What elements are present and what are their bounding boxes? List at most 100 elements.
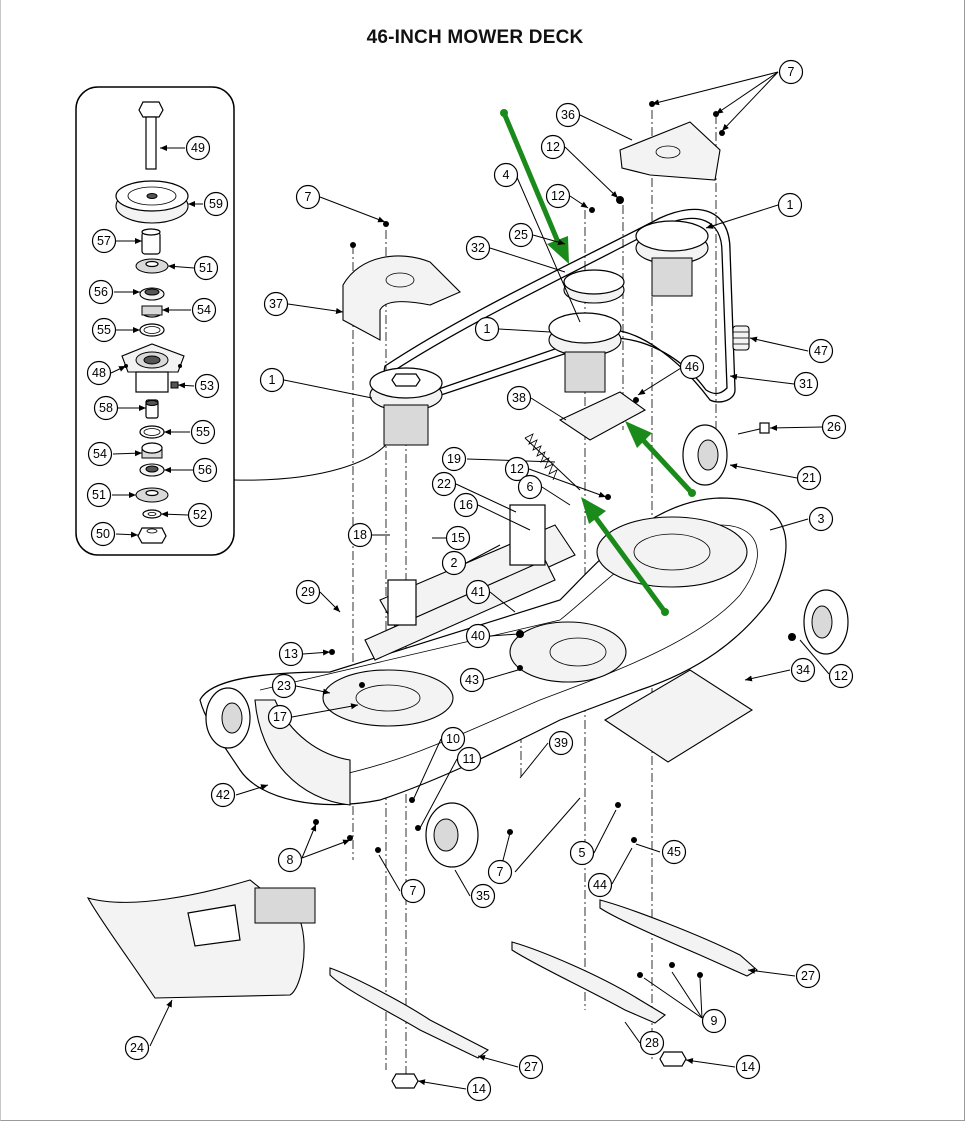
washer-bottom: [135, 487, 169, 503]
svg-text:26: 26: [827, 420, 841, 434]
svg-text:12: 12: [546, 140, 560, 154]
svg-text:42: 42: [216, 788, 230, 802]
callout-23: 23: [271, 673, 297, 699]
spindle-bolt: [138, 101, 164, 170]
highlight-arrows: [500, 109, 696, 616]
green-arrow-bottom: [593, 516, 668, 614]
callout-44: 44: [587, 872, 613, 898]
svg-text:18: 18: [353, 528, 367, 542]
callout-45: 45: [661, 839, 687, 865]
inset-callout-56-bottom: 56: [192, 457, 218, 483]
svg-text:31: 31: [799, 377, 813, 391]
svg-text:13: 13: [284, 647, 298, 661]
gauge-wheel-21: [682, 424, 728, 486]
svg-text:19: 19: [447, 452, 461, 466]
belt-shield-37: [342, 255, 461, 341]
callout-7-d: 7: [487, 859, 513, 885]
callout-14-right: 14: [735, 1054, 761, 1080]
spindle-left: [369, 367, 443, 446]
svg-text:57: 57: [97, 234, 111, 248]
callout-24: 24: [124, 1035, 150, 1061]
callout-7-b: 7: [295, 184, 321, 210]
svg-text:45: 45: [667, 845, 681, 859]
svg-text:2: 2: [451, 556, 458, 570]
ring-bottom: [139, 425, 165, 439]
callout-29: 29: [295, 579, 321, 605]
spindle-pulley: [115, 180, 189, 224]
svg-text:7: 7: [305, 190, 312, 204]
svg-text:52: 52: [193, 508, 207, 522]
callout-27-right: 27: [795, 963, 821, 989]
callout-6: 6: [517, 474, 543, 500]
inset-callout-58: 58: [93, 395, 119, 421]
svg-text:40: 40: [471, 629, 485, 643]
inset-callout-49: 49: [185, 135, 211, 161]
callout-2: 2: [441, 550, 467, 576]
svg-text:16: 16: [459, 498, 473, 512]
svg-text:39: 39: [554, 736, 568, 750]
callout-34: 34: [790, 657, 816, 683]
svg-text:25: 25: [514, 228, 528, 242]
callout-46: 46: [679, 354, 705, 380]
svg-text:51: 51: [92, 488, 106, 502]
svg-text:27: 27: [524, 1060, 538, 1074]
svg-text:4: 4: [503, 168, 510, 182]
callout-15: 15: [445, 525, 471, 551]
inset-callout-53: 53: [194, 373, 220, 399]
svg-text:17: 17: [273, 710, 287, 724]
spring-47: [732, 325, 750, 351]
svg-text:58: 58: [99, 401, 113, 415]
rear-wheel-35: [425, 802, 479, 868]
svg-text:56: 56: [94, 285, 108, 299]
svg-text:7: 7: [788, 65, 795, 79]
callout-8: 8: [277, 847, 303, 873]
green-arrow-mid: [641, 438, 694, 495]
svg-text:32: 32: [471, 241, 485, 255]
svg-text:1: 1: [484, 322, 491, 336]
svg-text:12: 12: [551, 189, 565, 203]
callout-13: 13: [278, 641, 304, 667]
callout-17: 17: [267, 704, 293, 730]
callout-3: 3: [808, 506, 834, 532]
inset-callout-52: 52: [187, 502, 213, 528]
callout-12-b: 12: [545, 183, 571, 209]
svg-text:55: 55: [97, 323, 111, 337]
svg-text:29: 29: [301, 585, 315, 599]
spindle-shaft: [145, 399, 159, 419]
callout-5: 5: [569, 840, 595, 866]
ring-top: [139, 323, 165, 337]
callout-41: 41: [465, 579, 491, 605]
svg-text:27: 27: [801, 969, 815, 983]
callout-10: 10: [440, 726, 466, 752]
svg-text:3: 3: [818, 512, 825, 526]
callout-31: 31: [793, 371, 819, 397]
svg-text:43: 43: [465, 673, 479, 687]
idler-bracket-38: [558, 391, 647, 441]
callout-4: 4: [493, 162, 519, 188]
callout-18: 18: [347, 522, 373, 548]
callout-9: 9: [701, 1008, 727, 1034]
svg-text:47: 47: [814, 344, 828, 358]
callout-47: 47: [808, 338, 834, 364]
svg-text:36: 36: [561, 108, 575, 122]
green-arrowhead-mid: [625, 421, 652, 448]
idler-spring-19: [524, 433, 581, 491]
svg-text:21: 21: [802, 471, 816, 485]
callout-32: 32: [465, 235, 491, 261]
callout-1-a: 1: [777, 192, 803, 218]
spindle-spacer: [141, 228, 161, 255]
inset-leader-lines: [110, 145, 203, 538]
svg-text:28: 28: [645, 1036, 659, 1050]
inset-callout-50: 50: [90, 521, 116, 547]
seal-top: [139, 287, 165, 301]
blade-28-center: [511, 941, 666, 1024]
svg-text:10: 10: [446, 732, 460, 746]
svg-text:5: 5: [579, 846, 586, 860]
inset-callout-51-top: 51: [193, 255, 219, 281]
front-right-wheel: [803, 589, 849, 655]
drive-belt: [383, 208, 736, 403]
svg-text:34: 34: [796, 663, 810, 677]
callout-40: 40: [465, 623, 491, 649]
callout-12-c: 12: [504, 456, 530, 482]
discharge-chute-24: [86, 879, 316, 999]
